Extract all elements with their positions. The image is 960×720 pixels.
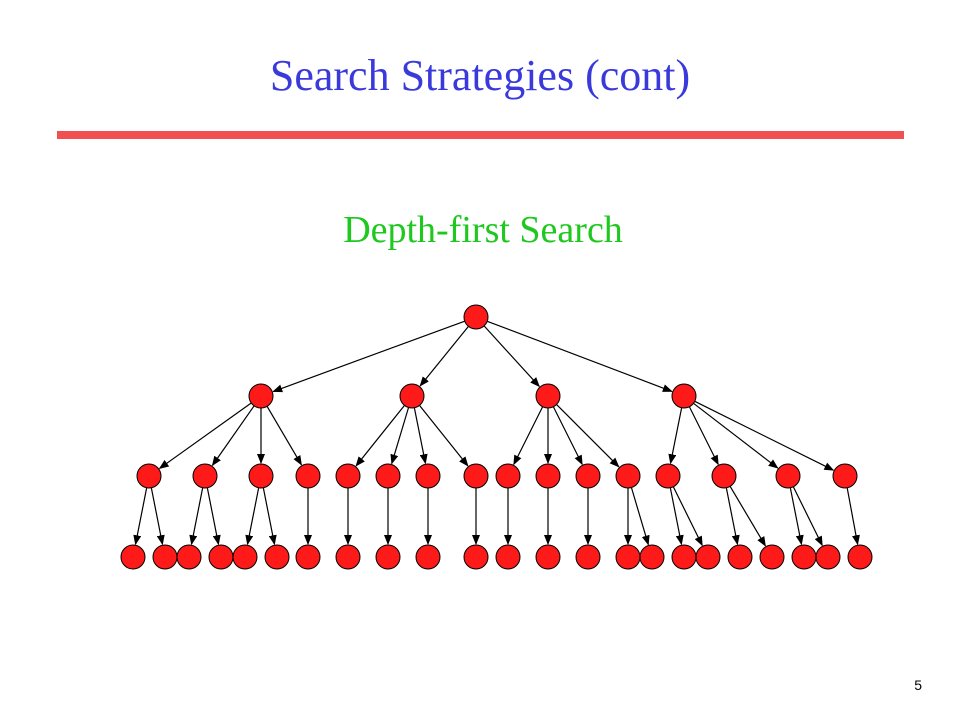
tree-node-level-2 [495,463,521,489]
tree-edge [483,325,540,388]
tree-edge [189,487,204,546]
tree-edge [789,487,804,546]
tree-edge [133,487,148,546]
tree-edge [419,325,469,387]
diagram-subtitle: Depth-first Search [343,209,623,251]
tree-node-level-1 [248,383,274,409]
title-rule [57,131,904,139]
tree-nodes [120,304,873,570]
tree-edge [556,404,620,468]
tree-leaf-node [727,544,753,570]
tree-edge [390,407,410,465]
tree-node-level-1 [671,383,697,409]
tree-leaf-node [615,544,641,570]
tree-edge [272,320,465,393]
tree-leaf-node [295,544,321,570]
tree-edge [792,486,823,547]
tree-node-level-2 [136,463,162,489]
tree-leaf-node [535,544,561,570]
tree-edge [206,487,221,546]
tree-leaf-node [375,544,401,570]
slide-title: Search Strategies (cont) [269,51,691,100]
tree-edge [355,404,405,467]
tree-node-level-2 [463,463,489,489]
tree-leaf-node [335,544,361,570]
tree-node-level-2 [655,463,681,489]
tree-edge [419,404,469,467]
tree-leaf-node [415,544,441,570]
tree-edge [668,407,683,465]
tree-leaf-node [815,544,841,570]
tree-edge [725,487,740,546]
tree-node-level-2 [192,463,218,489]
tree-node-level-2 [415,463,441,489]
tree-edge [846,487,860,546]
tree-node-level-1 [399,383,425,409]
tree-edge [552,406,583,466]
tree-leaf-node [264,544,290,570]
tree-edge [211,405,255,467]
tree-node-level-2 [615,463,641,489]
tree-node-level-2 [575,463,601,489]
tree-edge [630,487,650,546]
tree-edge [694,400,835,471]
tree-node-level-2 [375,463,401,489]
tree-node-level-2 [775,463,801,489]
tree-leaf-node [695,544,721,570]
tree-node-level-2 [335,463,361,489]
tree-node-level-2 [248,463,274,489]
tree-edge [487,320,673,392]
tree-leaf-node [759,544,785,570]
tree-leaf-node [152,544,178,570]
tree-edge [688,406,719,466]
tree-edge [413,407,428,465]
tree-node-level-2 [711,463,737,489]
tree-edge [672,486,703,547]
tree-edge [158,402,252,470]
tree-node-level-2 [295,463,321,489]
tree-edge [150,487,165,546]
tree-leaf-node [575,544,601,570]
tree-edge [513,406,544,466]
tree-leaf-node [232,544,258,570]
tree-leaf-node [463,544,489,570]
tree-edge [693,402,779,469]
tree-leaf-node [208,544,234,570]
tree-edge [262,487,277,546]
tree-edge [266,406,302,466]
tree-leaf-node [176,544,202,570]
tree-leaf-node [671,544,697,570]
tree-leaf-node [847,544,873,570]
tree-leaf-node [639,544,665,570]
tree-root-node [463,304,489,330]
tree-leaf-node [495,544,521,570]
tree-node-level-2 [832,463,858,489]
tree-edges [133,320,860,547]
tree-edge [729,486,766,547]
tree-edge [245,487,260,546]
tree-edge [669,487,684,546]
tree-leaf-node [791,544,817,570]
page-number: 5 [914,677,922,693]
tree-node-level-1 [535,383,561,409]
tree-node-level-2 [535,463,561,489]
tree-leaf-node [120,544,146,570]
